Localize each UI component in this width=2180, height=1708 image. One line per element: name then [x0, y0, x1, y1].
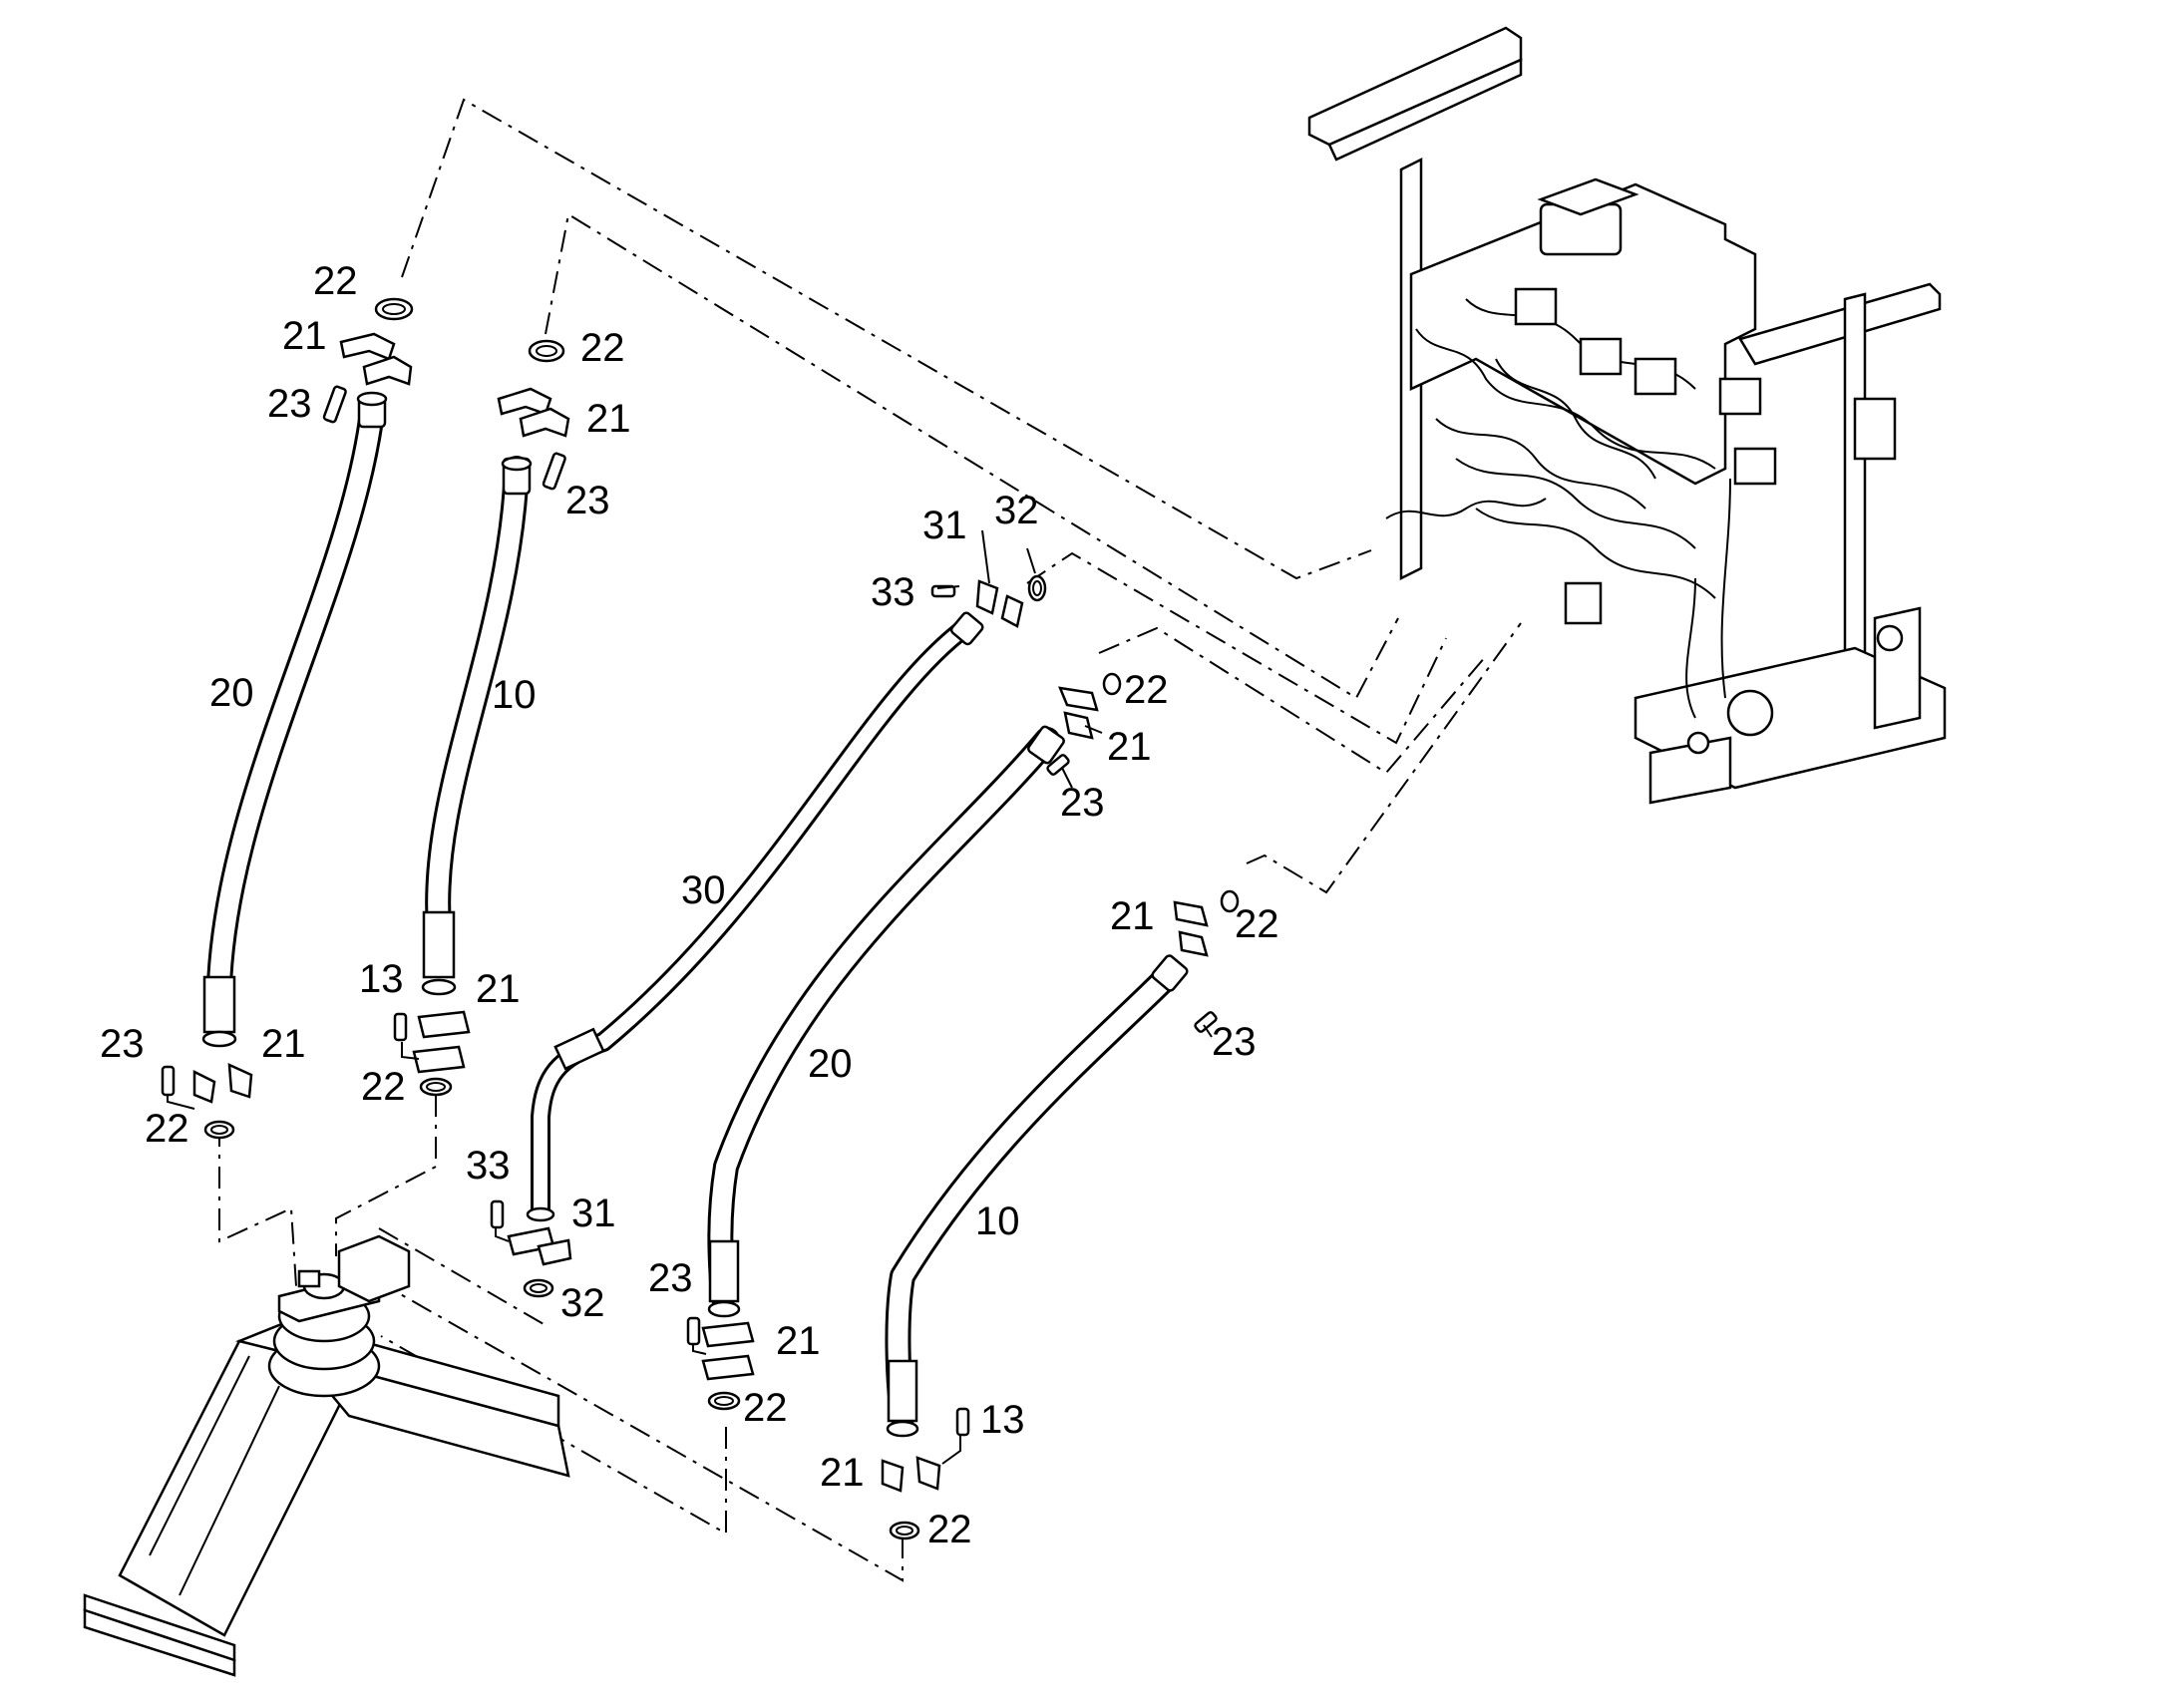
- label-22-top-middle: 22: [580, 326, 625, 370]
- bolt-23e: [1046, 754, 1070, 776]
- fittings-hose20-right-bottom: [686, 1316, 755, 1411]
- o-ring-22e: [1102, 672, 1122, 696]
- label-23-top-left: 23: [267, 382, 312, 426]
- label-20-right-hose: 20: [808, 1042, 853, 1086]
- o-ring-32a: [1027, 574, 1047, 602]
- clamp-21b: [497, 387, 552, 416]
- label-21-far-right-top: 21: [1110, 894, 1155, 938]
- label-10-right-hose: 10: [975, 1199, 1020, 1243]
- label-23-top-middle: 23: [565, 479, 610, 522]
- o-ring-22f: [707, 1391, 741, 1411]
- fittings-hose10-right-top: [1173, 889, 1240, 1033]
- label-22-right-bottom: 22: [743, 1386, 788, 1430]
- bolt-13a: [393, 1012, 408, 1042]
- label-21-far-right-bottom: 21: [820, 1451, 865, 1495]
- label-22-top-left: 22: [313, 259, 358, 303]
- hose-30: [526, 611, 984, 1222]
- hose-20-left: [201, 391, 388, 1048]
- fittings-hose30-top: [930, 574, 1047, 628]
- bolt-23c: [161, 1065, 176, 1097]
- fittings-hose10-right-bottom: [881, 1407, 970, 1540]
- label-23-far-right-top: 23: [1212, 1020, 1257, 1064]
- label-21-bottom-left: 21: [261, 1022, 306, 1066]
- label-20-left-hose: 20: [209, 671, 254, 715]
- fittings-top-left: [322, 297, 414, 424]
- label-33-bottom: 33: [466, 1144, 511, 1188]
- fittings-bottom-middle: [393, 1010, 471, 1097]
- o-ring-22h: [889, 1521, 920, 1540]
- o-ring-22g: [1220, 889, 1240, 913]
- label-10-left-hose: 10: [492, 673, 537, 717]
- dash-dot-leaders: [218, 98, 1522, 1582]
- flange-31a: [975, 579, 999, 615]
- fittings-hose20-right-top: [1046, 672, 1122, 776]
- o-ring-22d: [419, 1077, 453, 1097]
- label-23-bottom-left: 23: [100, 1022, 145, 1066]
- bolt-23a: [322, 385, 347, 424]
- label-21-bottom-middle: 21: [476, 967, 521, 1011]
- label-21-top-left: 21: [282, 314, 327, 358]
- o-ring-32b: [523, 1278, 554, 1298]
- fittings-bottom-left: [161, 1062, 253, 1140]
- label-22-bottom-middle: 22: [361, 1065, 406, 1109]
- hose-10-left: [421, 456, 533, 996]
- label-33-top: 33: [871, 570, 915, 614]
- bolt-23b: [542, 452, 566, 491]
- label-22-bottom-left: 22: [145, 1107, 189, 1151]
- label-23-right-top: 23: [1060, 781, 1105, 825]
- label-21-top-middle: 21: [586, 397, 631, 441]
- swivel-base-assembly: [83, 1234, 570, 1677]
- fittings-top-middle: [497, 339, 570, 491]
- clamp-21h: [881, 1459, 905, 1493]
- o-ring-22b: [528, 339, 565, 363]
- label-22-far-right-bottom: 22: [927, 1508, 972, 1551]
- label-21-right-bottom: 21: [776, 1319, 821, 1363]
- label-13-bottom-middle: 13: [359, 957, 404, 1001]
- clamp-21f: [701, 1321, 755, 1348]
- hose-20-right: [707, 725, 1065, 1318]
- clamp-21c: [192, 1069, 216, 1104]
- clamp-21d: [417, 1010, 471, 1039]
- label-32-bottom: 32: [560, 1281, 605, 1325]
- label-22-far-right-top: 22: [1235, 902, 1279, 946]
- clamp-21g: [1173, 900, 1209, 927]
- machine-frame-assembly: [1307, 26, 1947, 805]
- label-23-right-bottom: 23: [648, 1256, 693, 1300]
- bolt-13b: [955, 1407, 970, 1437]
- o-ring-22a: [374, 297, 414, 321]
- label-32-top: 32: [994, 489, 1039, 532]
- label-21-right-top: 21: [1107, 725, 1152, 769]
- label-30-hose: 30: [681, 868, 726, 912]
- callout-leaders: [167, 529, 1213, 1465]
- clamp-21a: [339, 332, 396, 361]
- bolt-23f: [686, 1316, 701, 1346]
- bolt-33b: [490, 1199, 505, 1229]
- callout-labels: 22 21 23 20 22 21 23 10 23 21 22 13 21 2…: [100, 259, 1279, 1551]
- clamp-21e: [1057, 686, 1099, 712]
- o-ring-22c: [203, 1120, 235, 1140]
- label-31-bottom: 31: [571, 1192, 616, 1235]
- fittings-hose30-bottom: [490, 1199, 572, 1298]
- label-13-far-right-bottom: 13: [980, 1398, 1025, 1442]
- label-22-right-top: 22: [1124, 668, 1169, 712]
- label-31-top: 31: [922, 504, 967, 547]
- bolt-23g: [1194, 1011, 1218, 1033]
- hose-10-right: [885, 954, 1189, 1438]
